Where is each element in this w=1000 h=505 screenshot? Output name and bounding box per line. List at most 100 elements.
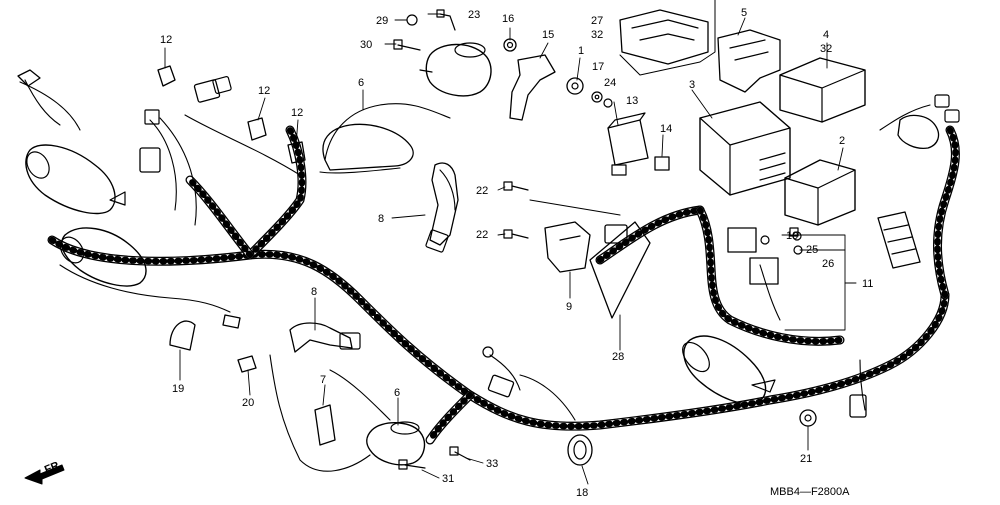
diagram-code: MBB4—F2800A bbox=[770, 486, 850, 498]
harness-wrap bbox=[426, 391, 474, 444]
clip-19 bbox=[169, 320, 196, 351]
harness-outline bbox=[47, 235, 950, 431]
callout-6: 6 bbox=[358, 77, 364, 89]
callout-23: 23 bbox=[468, 9, 480, 21]
harness-wrap bbox=[48, 236, 949, 430]
canister-lower-center bbox=[682, 335, 776, 405]
clip-12-c bbox=[287, 141, 306, 164]
connector-left-mid bbox=[139, 109, 161, 173]
connector-mid-right bbox=[604, 224, 628, 244]
spark-plug-cap-lower bbox=[289, 322, 361, 353]
callout-12: 12 bbox=[258, 85, 270, 97]
callout-4: 4 bbox=[823, 29, 829, 41]
relay-13 bbox=[607, 112, 649, 176]
callout-31: 31 bbox=[442, 473, 454, 485]
bolt-22-b bbox=[503, 229, 529, 239]
bolt-23 bbox=[436, 9, 456, 31]
connector-lower-center bbox=[482, 346, 515, 398]
bolt-30 bbox=[393, 39, 421, 51]
bolt-22-a bbox=[503, 181, 529, 191]
connector-block-right bbox=[877, 211, 921, 269]
callout-numbers: 12 12 12 6 29 23 30 16 15 27 32 5 4 32 1… bbox=[160, 7, 873, 499]
callout-32: 32 bbox=[591, 29, 603, 41]
washer-17 bbox=[591, 91, 603, 103]
callout-11: 11 bbox=[862, 278, 873, 290]
callout-5: 5 bbox=[741, 7, 747, 19]
callout-3: 3 bbox=[689, 79, 695, 91]
callout-15: 15 bbox=[542, 29, 554, 41]
callout-17: 17 bbox=[592, 61, 604, 73]
callout-28: 28 bbox=[612, 351, 624, 363]
callout-13: 13 bbox=[626, 95, 638, 107]
harness-wrap bbox=[596, 206, 704, 264]
callout-14: 14 bbox=[660, 123, 672, 135]
harness-fill bbox=[48, 236, 949, 430]
callout-8: 8 bbox=[378, 213, 384, 225]
callout-2: 2 bbox=[839, 135, 845, 147]
bracket-7 bbox=[314, 404, 336, 446]
bracket-5 bbox=[717, 29, 781, 93]
plate-28 bbox=[589, 221, 651, 319]
callout-16: 16 bbox=[502, 13, 514, 25]
box-2 bbox=[784, 159, 856, 226]
clip-12-b bbox=[247, 117, 267, 141]
components bbox=[17, 0, 960, 485]
clip-12-a bbox=[157, 65, 176, 87]
harness-fill bbox=[696, 206, 844, 345]
leader-lines bbox=[164, 13, 857, 485]
callout-6: 6 bbox=[394, 387, 400, 399]
bolt-24 bbox=[603, 98, 613, 108]
callout-22: 22 bbox=[476, 185, 488, 197]
terminal-left-lower bbox=[222, 314, 241, 329]
clip-21 bbox=[799, 409, 817, 427]
callout-8: 8 bbox=[311, 286, 317, 298]
harness-outline bbox=[695, 205, 845, 346]
part-14 bbox=[654, 156, 670, 171]
callout-30: 30 bbox=[360, 39, 372, 51]
direction-label: FR. bbox=[43, 458, 64, 476]
callout-9: 9 bbox=[566, 301, 572, 313]
callout-26: 26 bbox=[822, 258, 834, 270]
grommet-16 bbox=[503, 38, 517, 52]
callout-12: 12 bbox=[160, 34, 172, 46]
harness-wrap bbox=[186, 176, 254, 259]
callout-27: 27 bbox=[591, 15, 603, 27]
callout-18: 18 bbox=[576, 487, 588, 499]
horn-lower-left bbox=[59, 227, 147, 287]
leader-27 bbox=[619, 0, 716, 76]
horn-upper-left bbox=[25, 144, 126, 215]
callout-20: 20 bbox=[242, 397, 254, 409]
callout-10: 10 bbox=[786, 230, 798, 242]
callout-12: 12 bbox=[291, 107, 303, 119]
harness-wrap bbox=[246, 126, 306, 259]
callout-1: 1 bbox=[578, 45, 584, 57]
callout-7: 7 bbox=[320, 374, 326, 386]
callout-33: 33 bbox=[486, 458, 498, 470]
harness-wrap bbox=[934, 126, 959, 299]
ecm-3 bbox=[699, 101, 791, 196]
ignition-coil-lower bbox=[366, 421, 426, 466]
bracket-9 bbox=[544, 221, 591, 273]
clip-18 bbox=[567, 434, 593, 466]
clip-20 bbox=[237, 355, 257, 373]
relay-group-10 bbox=[727, 227, 802, 285]
connector-left-top bbox=[193, 76, 232, 103]
callout-25: 25 bbox=[806, 244, 818, 256]
spark-plug-cap-upper bbox=[425, 162, 459, 253]
callout-22: 22 bbox=[476, 229, 488, 241]
callout-24: 24 bbox=[604, 77, 616, 89]
bolts bbox=[393, 9, 803, 470]
canister-right bbox=[897, 94, 960, 149]
main-wire-harness bbox=[47, 125, 960, 445]
connector-right-lower bbox=[849, 394, 867, 418]
bracket-15 bbox=[509, 54, 556, 121]
rubber-mount-1 bbox=[566, 77, 584, 95]
harness-wrap bbox=[696, 206, 844, 345]
plug-wire-upper bbox=[322, 123, 414, 171]
terminal-left-top bbox=[17, 69, 41, 87]
bracket-27 bbox=[619, 9, 709, 65]
ignition-coil-upper bbox=[419, 42, 492, 97]
thin-wires bbox=[19, 79, 931, 472]
